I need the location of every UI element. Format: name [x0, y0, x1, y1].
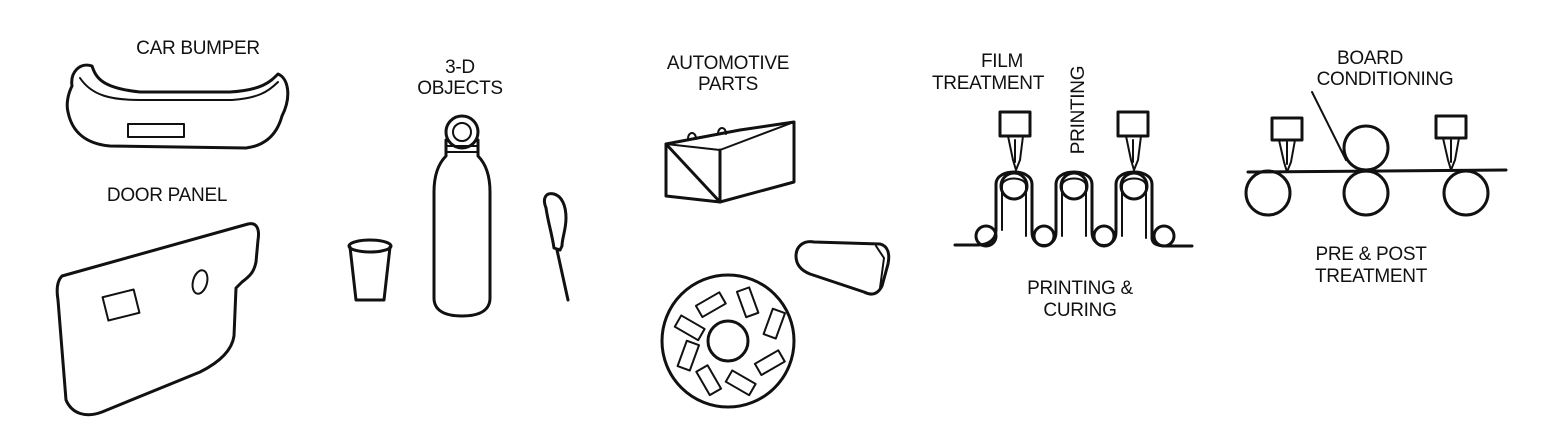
- objects-label-line1: 3-D: [445, 57, 475, 78]
- door-panel-label: DOOR PANEL: [107, 185, 227, 206]
- objects-group: 3-D OBJECTS: [347, 57, 570, 318]
- car-bumper-icon: [65, 63, 290, 150]
- automotive-label-line2: PARTS: [698, 74, 758, 95]
- car-bumper-group: CAR BUMPER: [65, 38, 290, 150]
- web-path: [953, 170, 1194, 248]
- printing-curing-label-line1: PRINTING &: [1027, 278, 1133, 299]
- conditioning-leader-line: [1311, 91, 1347, 161]
- printing-vertical-label: PRINTING: [1068, 66, 1089, 154]
- film-treatment-head-left: [998, 110, 1032, 171]
- film-rollers: [974, 171, 1176, 248]
- prepost-label-line2: TREATMENT: [1315, 266, 1428, 287]
- film-label-line2: TREATMENT: [932, 73, 1045, 94]
- board-label-line2: CONDITIONING: [1317, 69, 1454, 90]
- board-rollers: [1244, 124, 1490, 217]
- trim-piece-icon: [794, 240, 891, 296]
- objects-label-line2: OBJECTS: [417, 78, 503, 99]
- board-treatment-head-right: [1434, 114, 1468, 171]
- door-panel-icon: [55, 222, 260, 417]
- board-label-line1: BOARD: [1337, 48, 1403, 69]
- bottle-icon: [432, 114, 492, 318]
- board-group: BOARD CONDITIONING PRE & POST TREATMENT: [1244, 48, 1508, 287]
- film-group: FILM TREATMENT PRINTING PRINTING & CURIN…: [932, 51, 1194, 321]
- automotive-group: AUTOMOTIVE PARTS: [660, 53, 891, 409]
- film-treatment-head-right: [1116, 110, 1150, 171]
- prepost-label-line1: PRE & POST: [1315, 244, 1427, 265]
- printing-curing-label-line2: CURING: [1043, 300, 1116, 321]
- door-panel-group: DOOR PANEL: [55, 185, 260, 417]
- cup-icon: [347, 238, 393, 302]
- battery-box-icon: [664, 120, 796, 204]
- automotive-label-line1: AUTOMOTIVE: [667, 53, 789, 74]
- wheel-icon: [660, 273, 796, 409]
- film-label-line1: FILM: [981, 51, 1023, 72]
- screwdriver-icon: [542, 192, 570, 302]
- car-bumper-label: CAR BUMPER: [136, 38, 260, 59]
- board-treatment-head-left: [1270, 116, 1304, 173]
